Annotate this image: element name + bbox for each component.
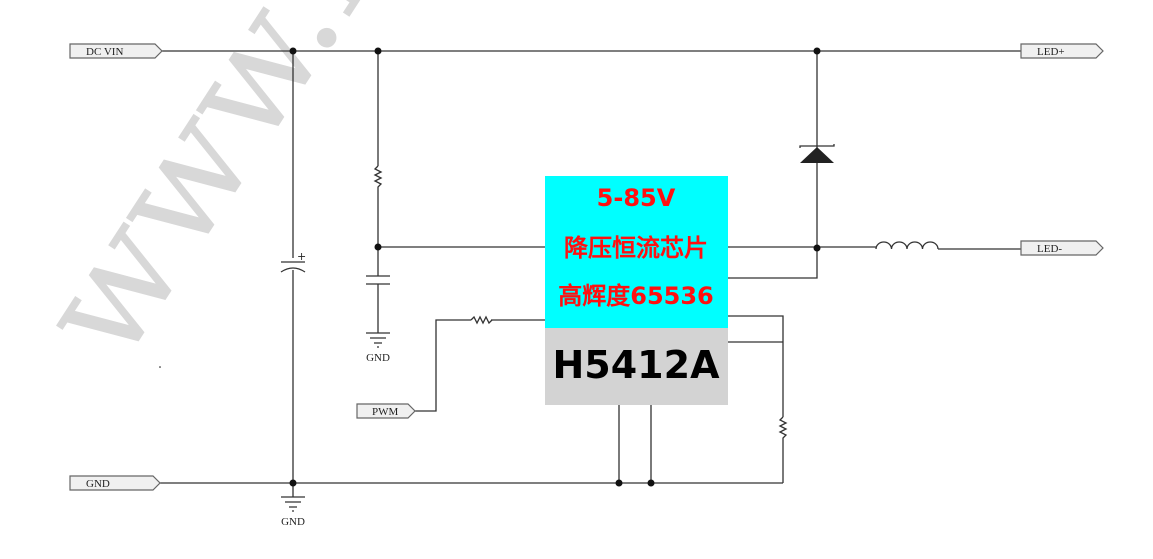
chip-feature: 高辉度65536: [558, 282, 714, 310]
svg-text:GND: GND: [86, 478, 110, 490]
chip-description: 降压恒流芯片: [564, 234, 708, 262]
svg-text:GND: GND: [281, 516, 305, 528]
port-gnd: GND: [69, 475, 161, 491]
port-led-minus: LED-: [1020, 240, 1104, 256]
ground-symbol: GND: [366, 332, 390, 364]
svg-text:+: +: [297, 250, 306, 263]
svg-text:DC VIN: DC VIN: [86, 46, 123, 58]
port-pwm: PWM: [356, 403, 416, 419]
port-dc-vin: DC VIN: [69, 43, 163, 59]
resistor: [373, 165, 383, 190]
electrolytic-capacitor: +: [280, 250, 306, 273]
chip-h5412a: 5-85V 降压恒流芯片 高辉度65536 H5412A: [545, 176, 728, 405]
junctions: [159, 47, 821, 487]
svg-text:LED+: LED+: [1037, 46, 1065, 58]
capacitor: [366, 275, 390, 285]
chip-part-number: H5412A: [553, 343, 721, 387]
watermark: www.h: [4, 0, 429, 390]
svg-text:LED-: LED-: [1037, 243, 1062, 255]
svg-text:GND: GND: [366, 352, 390, 364]
resistor: [778, 416, 788, 441]
schottky-diode: [799, 144, 835, 163]
wires: [160, 50, 1021, 497]
ground-symbol: GND: [281, 496, 305, 528]
resistor: [470, 315, 493, 325]
svg-text:www.h: www.h: [4, 0, 429, 390]
svg-text:PWM: PWM: [372, 406, 399, 418]
port-led-plus: LED+: [1020, 43, 1104, 59]
chip-voltage: 5-85V: [597, 184, 676, 212]
inductor: [875, 241, 939, 250]
